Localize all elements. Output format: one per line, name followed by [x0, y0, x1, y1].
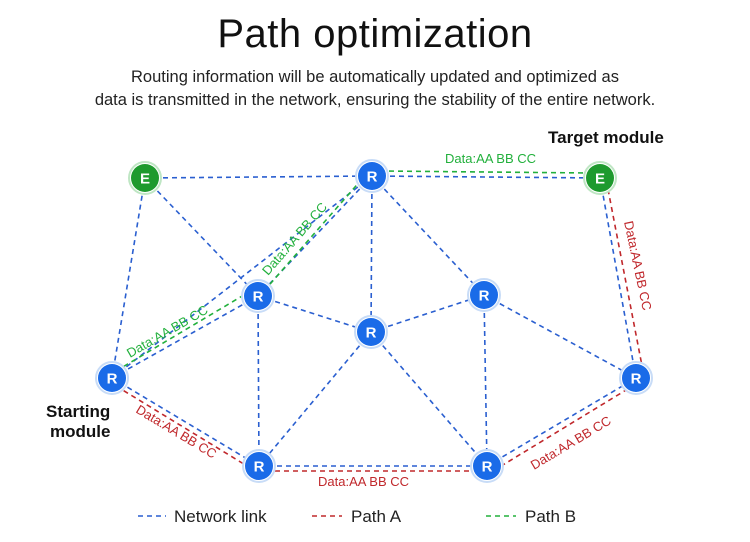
legend-path-b-label: Path B	[525, 507, 576, 526]
starting-module-label-line-2: module	[50, 422, 110, 441]
router-node-circle	[357, 318, 385, 346]
path-b-data-label-3: Data:AA BB CC	[445, 151, 536, 166]
link-r5-r6	[258, 331, 372, 467]
link-r1-r2	[257, 175, 373, 297]
node-letter: R	[479, 288, 490, 305]
path-a-segment-3	[492, 386, 632, 472]
node-r5: R	[354, 315, 388, 349]
node-r7: R	[470, 449, 504, 483]
node-r2: R	[241, 279, 275, 313]
node-e2: E	[583, 161, 617, 195]
router-node-circle	[470, 281, 498, 309]
link-r3-r8	[483, 294, 637, 379]
node-letter: R	[631, 371, 642, 388]
legend-network-label: Network link	[174, 507, 267, 526]
page-title: Path optimization	[217, 12, 533, 56]
node-e1: E	[128, 161, 162, 195]
path-a-segment-4	[606, 183, 644, 372]
router-node-circle	[358, 162, 386, 190]
link-e1-r4	[111, 177, 146, 379]
link-r2-r4	[111, 295, 259, 379]
node-r3: R	[467, 278, 501, 312]
link-r7-r8	[486, 377, 637, 467]
node-letter: E	[595, 171, 605, 188]
router-node-circle	[245, 452, 273, 480]
path-b-segment-3	[379, 170, 593, 174]
page-subtitle: Routing information will be automaticall…	[20, 66, 730, 112]
network-nodes: E R E R R R R R R R	[95, 159, 653, 483]
node-letter: R	[367, 169, 378, 186]
subtitle-line-2: data is transmitted in the network, ensu…	[94, 91, 656, 109]
node-letter: R	[254, 459, 265, 476]
node-letter: R	[107, 371, 118, 388]
network-links	[111, 175, 637, 467]
link-r1-r3	[371, 175, 485, 296]
link-r4-r6	[111, 377, 260, 467]
node-r4: R	[95, 361, 129, 395]
path-b-segment-2	[263, 170, 370, 292]
starting-module-label-line-1: Starting	[46, 402, 110, 421]
end-node-circle	[586, 164, 614, 192]
link-r3-r7	[483, 294, 488, 467]
link-e2-r8	[599, 177, 637, 379]
node-r8: R	[619, 361, 653, 395]
legend: Network link Path A Path B	[138, 507, 576, 526]
node-letter: E	[140, 171, 150, 188]
path-b-data-label-1: Data:AA BB CC	[124, 302, 210, 361]
link-e1-r2	[144, 177, 259, 297]
path-a-data-label-4: Data:AA BB CC	[621, 220, 655, 312]
node-letter: R	[482, 459, 493, 476]
node-r6: R	[242, 449, 276, 483]
router-node-circle	[244, 282, 272, 310]
router-node-circle	[622, 364, 650, 392]
link-r2-r5	[257, 295, 372, 333]
link-r5-r7	[370, 331, 488, 467]
router-node-circle	[98, 364, 126, 392]
path-a-data-label-1: Data:AA BB CC	[133, 402, 219, 462]
node-letter: R	[253, 289, 264, 306]
legend-path-a-label: Path A	[351, 507, 402, 526]
node-r1: R	[355, 159, 389, 193]
subtitle-line-1: Routing information will be automaticall…	[131, 68, 619, 86]
target-module-label: Target module	[548, 128, 664, 147]
path-b-lines	[115, 170, 593, 372]
node-letter: R	[366, 325, 377, 342]
path-b-data-label-2: Data:AA BB CC	[259, 199, 330, 278]
router-node-circle	[473, 452, 501, 480]
link-r1-r5	[370, 175, 373, 333]
path-a-lines	[115, 183, 644, 472]
link-r2-r6	[257, 295, 260, 467]
link-r1-r4	[111, 175, 373, 379]
link-r1-e2	[371, 175, 601, 179]
path-a-data-label-2: Data:AA BB CC	[318, 474, 409, 489]
link-e1-r1	[144, 175, 373, 179]
end-node-circle	[131, 164, 159, 192]
link-r5-r3	[370, 294, 485, 333]
